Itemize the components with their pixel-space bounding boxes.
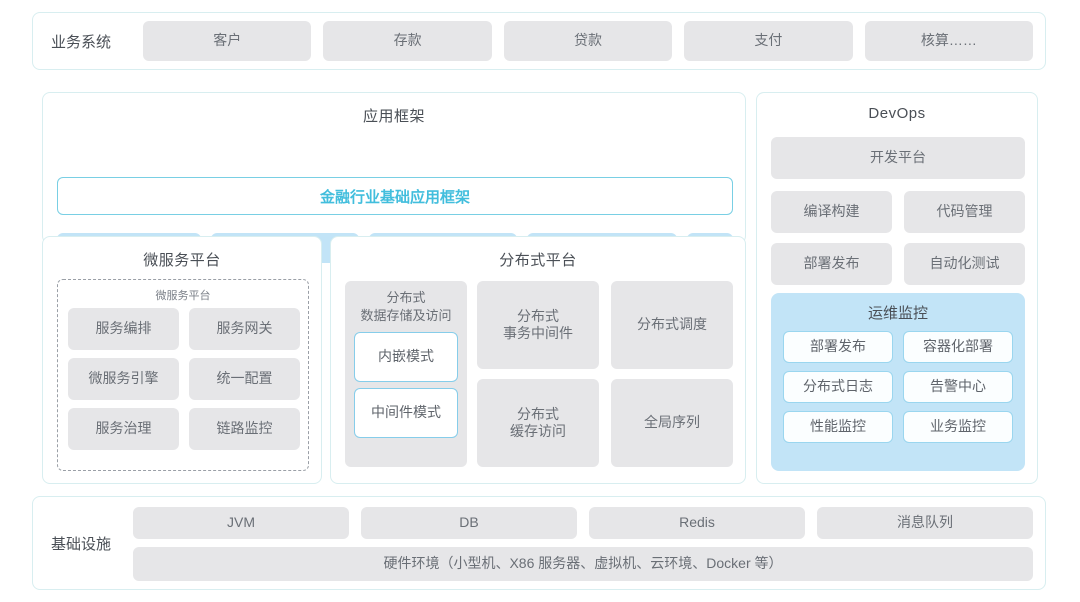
microservice-platform-items: 服务编排 服务网关 微服务引擎 统一配置 服务治理 链路监控 bbox=[68, 308, 300, 450]
dist-item-cache-access[interactable]: 分布式 缓存访问 bbox=[477, 379, 599, 467]
micro-item-service-gateway[interactable]: 服务网关 bbox=[189, 308, 300, 350]
distributed-data-storage-title-line2: 数据存储及访问 bbox=[360, 307, 452, 323]
application-framework-title: 应用框架 bbox=[362, 108, 425, 125]
micro-item-service-governance[interactable]: 服务治理 bbox=[68, 408, 179, 450]
microservice-platform-inner-title: 微服务平台 bbox=[155, 290, 211, 302]
microservice-platform-inner-box: 微服务平台 服务编排 服务网关 微服务引擎 统一配置 服务治理 链路监控 bbox=[57, 279, 309, 471]
distributed-data-storage-title: 分布式 数据存储及访问 bbox=[345, 289, 467, 324]
application-framework-panel: 应用框架 日间联机 日间批量 日终批处理 定时任务 ... 金融行业基础应用框架 bbox=[42, 92, 746, 263]
dist-item-cache-access-line2: 缓存访问 bbox=[510, 423, 566, 439]
dist-item-transaction-middleware-line1: 分布式 bbox=[517, 307, 559, 324]
infrastructure-hardware-row: 硬件环境（小型机、X86 服务器、虚拟机、云环境、Docker 等） bbox=[133, 547, 1033, 581]
business-system-label: 业务系统 bbox=[51, 33, 112, 51]
micro-item-unified-config[interactable]: 统一配置 bbox=[189, 358, 300, 400]
infrastructure-label: 基础设施 bbox=[51, 535, 112, 553]
ops-monitoring-title: 运维监控 bbox=[867, 305, 928, 322]
ops-item-containerized-deploy[interactable]: 容器化部署 bbox=[903, 331, 1013, 363]
business-system-panel: 业务系统 客户 存款 贷款 支付 核算…… bbox=[32, 12, 1046, 70]
devops-panel: DevOps 开发平台 编译构建 代码管理 部署发布 自动化测试 运维监控 部署… bbox=[756, 92, 1038, 484]
infra-item-jvm[interactable]: JVM bbox=[133, 507, 349, 539]
micro-item-microservice-engine[interactable]: 微服务引擎 bbox=[68, 358, 179, 400]
ops-monitoring-block: 运维监控 部署发布 容器化部署 分布式日志 告警中心 性能监控 业务监控 bbox=[771, 293, 1025, 471]
micro-item-service-orchestration[interactable]: 服务编排 bbox=[68, 308, 179, 350]
dist-sub-middleware-mode[interactable]: 中间件模式 bbox=[354, 388, 458, 439]
business-item-deposit[interactable]: 存款 bbox=[323, 21, 492, 61]
ops-item-performance-monitoring[interactable]: 性能监控 bbox=[783, 411, 893, 443]
devops-platform-row: 开发平台 bbox=[771, 137, 1025, 179]
dist-item-cache-access-line1: 分布式 bbox=[517, 405, 559, 422]
business-item-accounting[interactable]: 核算…… bbox=[864, 21, 1034, 61]
ops-monitoring-items: 部署发布 容器化部署 分布式日志 告警中心 性能监控 业务监控 bbox=[783, 331, 1013, 443]
infrastructure-items: JVM DB Redis 消息队列 bbox=[133, 507, 1033, 539]
micro-item-link-monitoring[interactable]: 链路监控 bbox=[189, 408, 300, 450]
business-system-items: 客户 存款 贷款 支付 核算…… bbox=[143, 21, 1034, 61]
distributed-data-storage-card[interactable]: 分布式 数据存储及访问 内嵌模式 中间件模式 bbox=[345, 281, 467, 467]
microservice-platform-title: 微服务平台 bbox=[143, 252, 221, 269]
dist-item-transaction-middleware[interactable]: 分布式 事务中间件 bbox=[477, 281, 599, 369]
dist-item-global-sequence[interactable]: 全局序列 bbox=[611, 379, 733, 467]
dist-sub-embedded-mode[interactable]: 内嵌模式 bbox=[354, 332, 458, 383]
devops-item-automated-testing[interactable]: 自动化测试 bbox=[904, 243, 1025, 285]
devops-item-code-management[interactable]: 代码管理 bbox=[904, 191, 1025, 233]
ops-item-distributed-logging[interactable]: 分布式日志 bbox=[783, 371, 893, 403]
distributed-platform-title: 分布式平台 bbox=[499, 252, 577, 269]
ops-item-alert-center[interactable]: 告警中心 bbox=[903, 371, 1013, 403]
devops-items: 编译构建 代码管理 部署发布 自动化测试 bbox=[771, 191, 1025, 285]
ops-item-deploy-release[interactable]: 部署发布 bbox=[783, 331, 893, 363]
microservice-platform-panel: 微服务平台 微服务平台 服务编排 服务网关 微服务引擎 统一配置 服务治理 链路… bbox=[42, 236, 322, 484]
devops-item-compile-build[interactable]: 编译构建 bbox=[771, 191, 892, 233]
infrastructure-panel: 基础设施 JVM DB Redis 消息队列 硬件环境（小型机、X86 服务器、… bbox=[32, 496, 1046, 590]
infra-item-db[interactable]: DB bbox=[361, 507, 577, 539]
finance-base-framework-banner[interactable]: 金融行业基础应用框架 bbox=[57, 177, 733, 215]
infra-item-hardware-environment[interactable]: 硬件环境（小型机、X86 服务器、虚拟机、云环境、Docker 等） bbox=[133, 547, 1033, 581]
devops-item-dev-platform[interactable]: 开发平台 bbox=[771, 137, 1025, 179]
business-item-customer[interactable]: 客户 bbox=[143, 21, 312, 61]
business-item-payment[interactable]: 支付 bbox=[684, 21, 853, 61]
business-item-loan[interactable]: 贷款 bbox=[503, 21, 673, 61]
dist-item-transaction-middleware-line2: 事务中间件 bbox=[503, 325, 573, 341]
infra-item-redis[interactable]: Redis bbox=[589, 507, 805, 539]
distributed-data-storage-title-line1: 分布式 bbox=[386, 290, 426, 305]
distributed-platform-items: 分布式 事务中间件 分布式调度 分布式 缓存访问 全局序列 bbox=[477, 281, 733, 467]
devops-title: DevOps bbox=[868, 105, 926, 122]
distributed-platform-panel: 分布式平台 分布式 数据存储及访问 内嵌模式 中间件模式 分布式 事务中间件 分… bbox=[330, 236, 746, 484]
infra-item-message-queue[interactable]: 消息队列 bbox=[817, 507, 1033, 539]
dist-item-distributed-scheduling[interactable]: 分布式调度 bbox=[611, 281, 733, 369]
ops-item-business-monitoring[interactable]: 业务监控 bbox=[903, 411, 1013, 443]
devops-item-deploy-release[interactable]: 部署发布 bbox=[771, 243, 892, 285]
infrastructure-rows: JVM DB Redis 消息队列 硬件环境（小型机、X86 服务器、虚拟机、云… bbox=[133, 507, 1033, 581]
